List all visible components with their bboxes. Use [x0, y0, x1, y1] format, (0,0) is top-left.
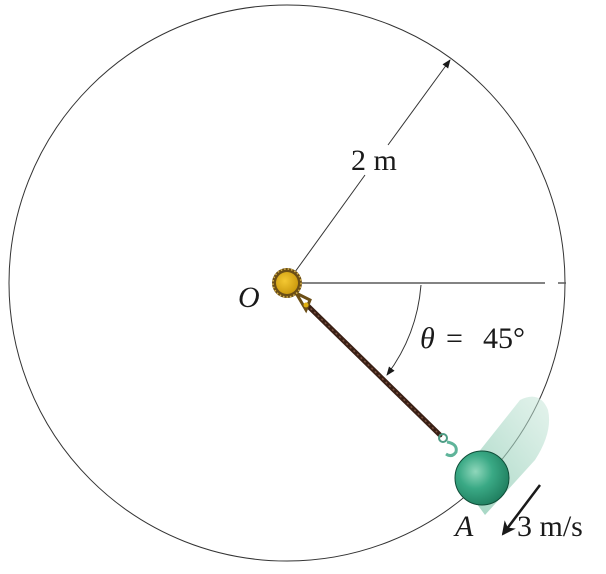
pivot-label: O — [238, 281, 260, 314]
angle-label: θ = 45° — [420, 322, 525, 355]
ball-a — [454, 450, 510, 506]
radius-dimension — [286, 59, 451, 284]
velocity-label: 3 m/s — [517, 510, 583, 543]
velocity-arrow — [501, 484, 541, 536]
svg-text:45°: 45° — [483, 322, 525, 355]
ball-label: A — [453, 510, 474, 543]
svg-text:=: = — [446, 322, 463, 355]
pivot-o — [272, 268, 312, 314]
angle-arc-arrow — [386, 284, 422, 376]
cord — [304, 302, 443, 438]
hook — [438, 433, 458, 458]
radius-label: 2 m — [351, 144, 397, 177]
svg-text:θ: θ — [420, 322, 435, 355]
